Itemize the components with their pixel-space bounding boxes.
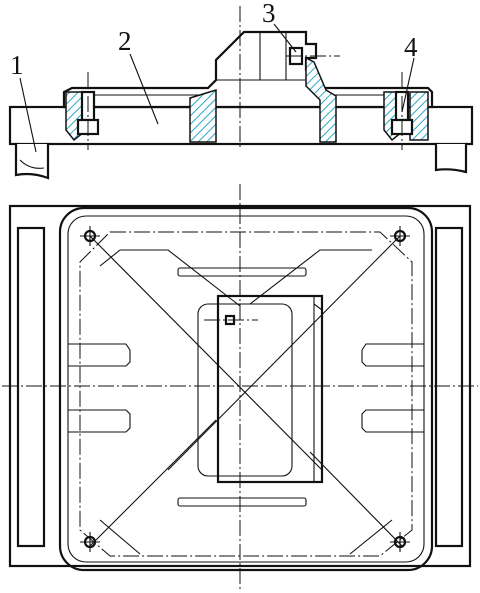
right-side-tabs (361, 343, 424, 433)
fixture-inner-outline (67, 215, 425, 563)
callout-4: 4 (404, 32, 418, 62)
workpiece-outline (216, 294, 324, 484)
leader-lines (19, 23, 415, 153)
right-slot (434, 226, 464, 548)
section-hatching (65, 56, 429, 143)
plan-view (2, 184, 478, 590)
left-side-tabs (68, 343, 131, 433)
diagonal-rib-3 (89, 419, 217, 547)
diagonal-rib-1 (89, 235, 323, 471)
callout-1: 1 (10, 50, 24, 80)
locating-pin (286, 46, 340, 66)
left-support-foot (14, 142, 50, 180)
rib-edge-bottom-right (349, 519, 393, 555)
left-slot (16, 226, 46, 548)
top-slot (177, 267, 307, 277)
rib-edge-bottom-left (99, 519, 141, 555)
diagonal-rib-2 (167, 235, 401, 471)
fixture-outline (58, 206, 434, 572)
corner-bolt-holes (80, 226, 410, 552)
left-bolt (76, 72, 100, 150)
inner-pocket-outline (79, 231, 413, 557)
section-view (8, 6, 474, 180)
central-recess (197, 303, 293, 477)
rib-edge-top-left (99, 249, 241, 307)
bottom-slot (177, 497, 307, 507)
callout-2: 2 (118, 26, 132, 56)
diagonal-rib-4 (309, 451, 403, 547)
workpiece-chamfer (313, 303, 323, 311)
rib-edge-top-right (249, 249, 372, 305)
right-support-foot (434, 142, 468, 174)
callout-3: 3 (262, 0, 276, 28)
